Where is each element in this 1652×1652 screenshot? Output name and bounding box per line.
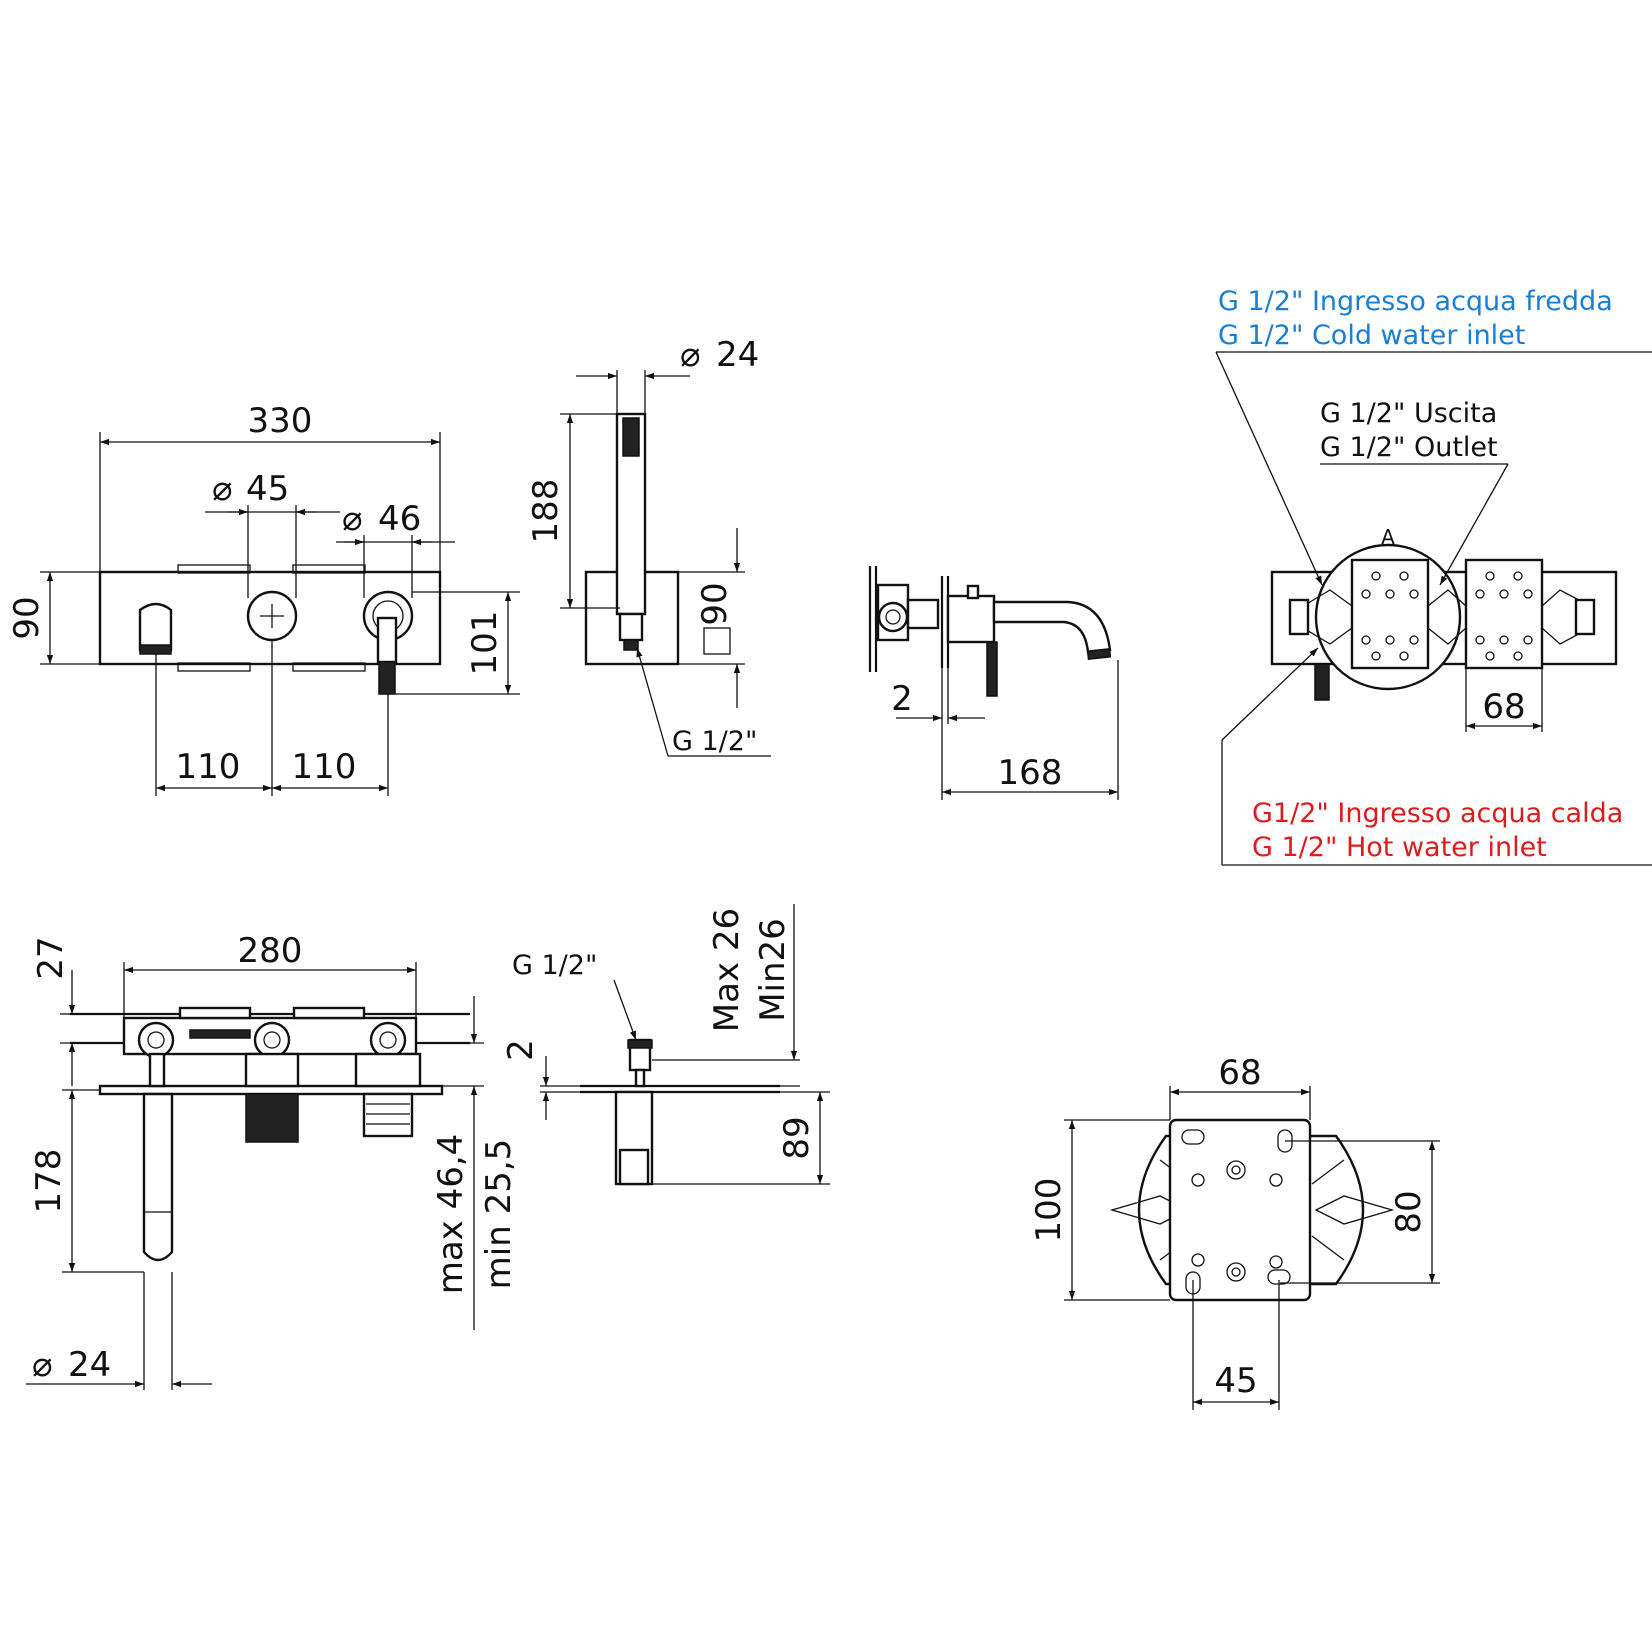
dim-hole-spacing-80: 80 (1389, 1190, 1429, 1233)
label-hot-water-en: G 1/2" Hot water inlet (1252, 832, 1547, 863)
dim-spacing-110-left: 110 (176, 747, 241, 787)
dim-spout-length-178: 178 (29, 1149, 69, 1214)
label-cold-water-it: G 1/2" Ingresso acqua fredda (1218, 286, 1613, 317)
inlet-detail-view: A 68 G 1/2" Ingresso acqua fredda G 1/2"… (1215, 286, 1652, 866)
dim-height-188: 188 (526, 479, 566, 544)
valve-section-view: G 1/2" 2 Max 26 Min26 89 (501, 904, 830, 1186)
dim-plate-width-68: 68 (1482, 687, 1525, 727)
diverter-cartridge (245, 1093, 299, 1143)
spout-top (142, 1092, 174, 1262)
mixer-lever (376, 616, 398, 664)
shower-holder (618, 612, 644, 642)
dim-spout-diameter-24: 24 (68, 1345, 111, 1385)
side-view: 2 168 (868, 566, 1119, 800)
dim-diameter-45: 45 (246, 469, 289, 509)
hot-inlet-stub (1314, 663, 1330, 701)
diameter-symbol: ⌀ (342, 499, 362, 539)
dim-offset-2: 2 (891, 679, 913, 719)
shower-head-face (622, 417, 640, 457)
spout-side (992, 600, 1112, 654)
label-outlet-en: G 1/2" Outlet (1320, 432, 1498, 463)
dim-body-width-280: 280 (238, 931, 303, 971)
front-plate-tab (177, 564, 251, 574)
diameter-symbol: ⌀ (212, 469, 232, 509)
dim-width-330: 330 (248, 401, 313, 441)
lever-side (986, 641, 998, 697)
mounting-plate-view: 68 100 80 45 (1029, 1053, 1440, 1410)
body-top-view: 280 27 178 ⌀ 24 max 46,4 min 25,5 (26, 931, 519, 1390)
dim-spacing-110-right: 110 (292, 747, 357, 787)
spout-aerator (139, 644, 172, 655)
dim-thickness-2: 2 (501, 1039, 541, 1061)
label-cold-water-en: G 1/2" Cold water inlet (1218, 320, 1525, 351)
dim-min-25-5: min 25,5 (479, 1139, 519, 1290)
mount-brackets (1299, 589, 1591, 645)
hose-connector (378, 661, 396, 695)
shower-outlet (623, 639, 639, 651)
mounting-plate-a (1350, 558, 1430, 670)
mixer-cartridge (362, 1092, 414, 1138)
dim-depth-89: 89 (777, 1116, 817, 1159)
label-g12-shower: G 1/2" (672, 726, 757, 757)
front-plate-tab (292, 564, 366, 574)
front-plate-tab (177, 662, 251, 672)
dim-height-101: 101 (465, 611, 505, 676)
diameter-symbol: ⌀ (32, 1345, 52, 1385)
dim-max-46-4: max 46,4 (431, 1134, 471, 1295)
hand-shower-view: ⌀ 24 188 90 G 1/2" (526, 335, 771, 757)
dim-diameter-24: 24 (716, 335, 759, 375)
mixer-body-side (946, 594, 996, 644)
mounting-plate (1168, 1118, 1312, 1302)
front-plate-tab (292, 662, 366, 672)
label-outlet-it: G 1/2" Uscita (1320, 398, 1497, 429)
dim-hole-spacing-45: 45 (1214, 1361, 1257, 1401)
valve-connector (906, 598, 940, 630)
dim-depth-27: 27 (31, 936, 71, 979)
label-g12-valve: G 1/2" (512, 950, 597, 981)
mounting-plate-b (1464, 558, 1544, 670)
square-symbol (703, 627, 731, 655)
label-hot-water-it: G1/2" Ingresso acqua calda (1252, 798, 1623, 829)
front-view: 330 90 ⌀ 45 ⌀ 46 101 110 110 (7, 401, 520, 796)
dim-diameter-46: 46 (378, 499, 421, 539)
diameter-symbol: ⌀ (680, 335, 700, 375)
dim-plate-height-100: 100 (1029, 1178, 1069, 1243)
spout-outlet (138, 602, 173, 652)
dim-height-90: 90 (7, 596, 47, 639)
dim-max-26: Max 26 (707, 908, 747, 1032)
dim-plate-width-68-detail: 68 (1218, 1053, 1261, 1093)
detail-label-a: A (1381, 525, 1395, 549)
dim-height-90-side: 90 (695, 582, 735, 625)
dim-min-26: Min26 (753, 918, 793, 1022)
dim-projection-168: 168 (998, 753, 1063, 793)
